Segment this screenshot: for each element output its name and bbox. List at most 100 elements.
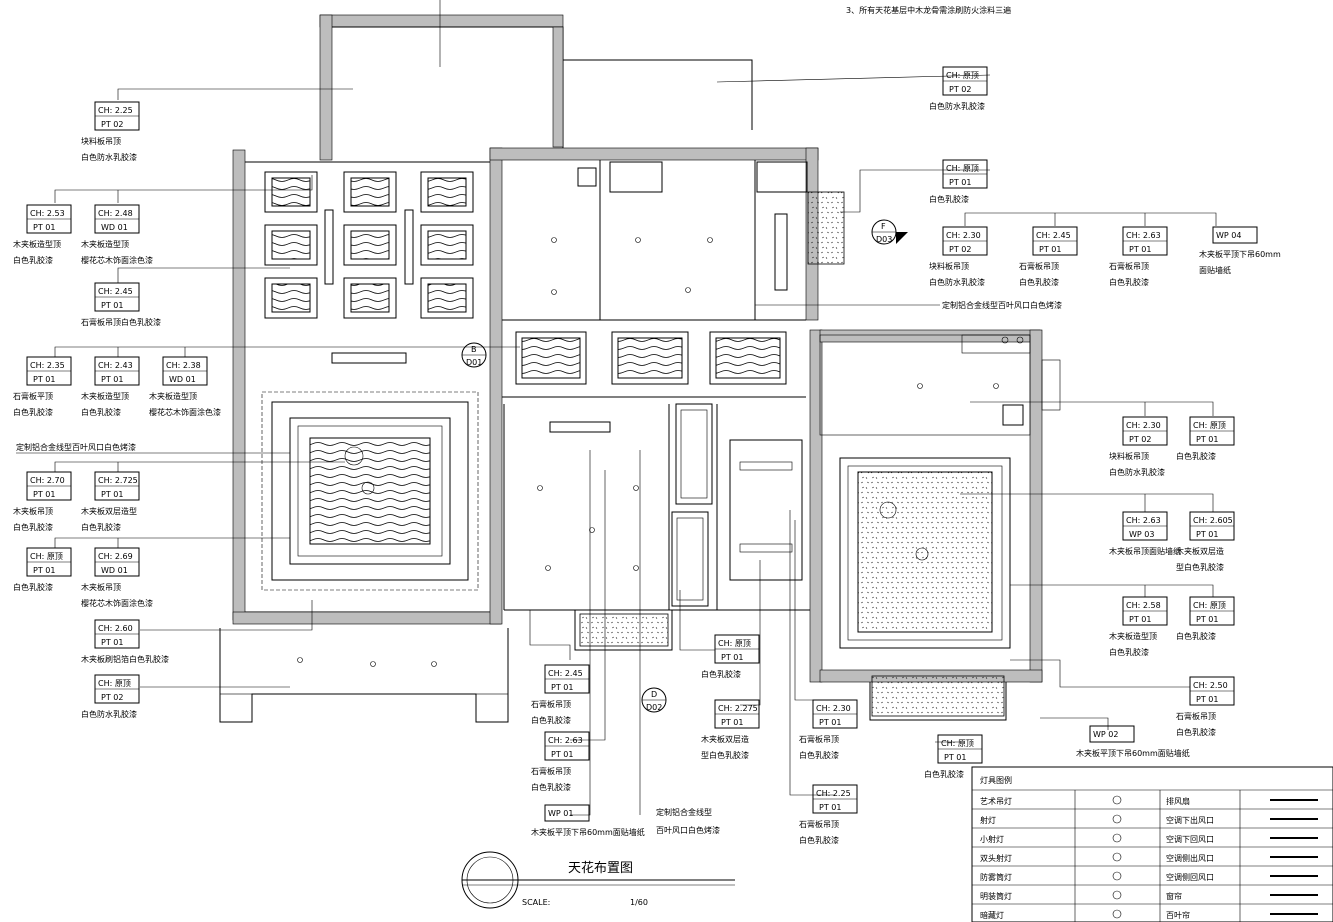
tag-desc: 白色防水乳胶漆 [929,101,985,111]
downlight-symbols [297,237,1024,667]
tag-desc: 白色乳胶漆 [1109,647,1149,657]
walls [219,14,1061,723]
tag-height: CH: 2.30 [816,704,851,713]
hatched-ceiling-zone [871,675,1005,717]
ceiling-tag: WP 02 木夹板平顶下吊60mm面贴墙纸 [1076,725,1190,758]
legend-fixture-name: 艺术吊灯 [980,796,1012,806]
tag-desc: 白色乳胶漆 [1176,727,1216,737]
tag-desc: 石膏板吊顶 [531,699,571,709]
tag-desc: 木夹板双层造 [1176,546,1224,556]
tag-desc: 白色乳胶漆 [799,835,839,845]
tag-desc: 白色乳胶漆 [531,715,571,725]
tag-material: PT 01 [1196,435,1218,444]
tag-desc: 块料板吊顶 [929,261,969,271]
tag-desc: 石膏板吊顶 [799,734,839,744]
ceiling-tag: WP 04 木夹板平顶下吊60mm 面贴墙纸 [1199,226,1281,275]
tag-desc: 石膏板吊顶 [1109,261,1149,271]
tag-desc: 白色乳胶漆 [13,522,53,532]
tag-desc: 木夹板刷铝箔白色乳胶漆 [81,654,169,664]
legend-fixture-name: 暗藏灯 [980,910,1004,920]
legend-symbol-icon [1112,795,1122,805]
legend-symbol-icon [1112,890,1122,900]
tag-desc: 木夹板平顶下吊60mm面贴墙纸 [1076,748,1190,758]
legend-symbol-icon [1112,909,1122,919]
vent-callout-1: 定制铝合金线型百叶风口白色烤漆 [942,300,1062,310]
tag-material: PT 02 [1129,435,1151,444]
tag-desc: 白色防水乳胶漆 [81,709,137,719]
tag-desc: 白色乳胶漆 [929,194,969,204]
tag-desc: 型白色乳胶漆 [701,750,749,760]
tag-height: CH: 2.69 [98,552,133,561]
tag-desc: 石膏板吊顶白色乳胶漆 [81,317,161,327]
tag-material: PT 01 [101,375,123,384]
tag-desc: 木夹板造型顶 [149,391,197,401]
tag-desc: 木夹板双层造型 [81,506,137,516]
tag-desc: 白色乳胶漆 [1109,277,1149,287]
tag-material: PT 01 [721,653,743,662]
tag-desc: 白色乳胶漆 [13,255,53,265]
tag-material: PT 01 [101,490,123,499]
tag-desc: 型白色乳胶漆 [1176,562,1224,572]
tag-material: PT 01 [551,750,573,759]
section-mark-D: D D02 [641,687,667,713]
legend-fixture-name: 防雾筒灯 [980,872,1012,882]
tag-height: WP 02 [1093,730,1118,739]
tag-desc: 块料板吊顶 [1109,451,1149,461]
svg-text:D: D [651,690,657,699]
tag-desc: 木夹板造型顶 [81,239,129,249]
svg-text:F: F [881,222,886,231]
drawing-title: 天花布置图 [568,860,633,876]
scale-label: SCALE: [522,898,550,907]
tag-material: PT 01 [819,803,841,812]
svg-text:D03: D03 [876,235,892,244]
tag-desc: 樱花芯木饰面涂色漆 [81,598,153,608]
tag-desc: 石膏板吊顶 [799,819,839,829]
tag-desc: 块料板吊顶 [81,136,121,146]
tag-height: WP 01 [548,809,573,818]
tag-material: PT 01 [33,223,55,232]
tag-desc: 木夹板平顶下吊60mm [1199,249,1281,259]
legend-fixture-name: 空调侧出风口 [1166,853,1214,863]
tag-material: WP 03 [1129,530,1154,539]
tag-desc: 木夹板吊顶面贴墙纸 [1109,546,1181,556]
tag-material: PT 01 [551,683,573,692]
svg-text:B: B [471,345,477,354]
legend-fixture-name: 射灯 [980,815,996,825]
hatched-ceiling-zone [579,613,669,647]
tag-height: CH: 2.30 [946,231,981,240]
legend-title: 灯具图例 [980,775,1012,785]
tag-material: PT 02 [949,245,971,254]
tag-height: CH: 2.70 [30,476,65,485]
tag-height: CH: 2.48 [98,209,133,218]
tag-desc: 石膏板吊顶 [1019,261,1059,271]
tag-height: CH: 2.58 [1126,601,1161,610]
tag-height: WP 04 [1216,231,1241,240]
tag-desc: 白色乳胶漆 [799,750,839,760]
tag-material: PT 01 [33,375,55,384]
drawing-title-block: 天花布置图 SCALE: 1/60 [461,851,735,909]
hatched-ceiling-zone [807,191,845,265]
tag-height: CH: 原顶 [98,679,131,688]
vent-callout-2: 定制铝合金线型百叶风口白色烤漆 [16,442,136,452]
tag-material: WD 01 [101,566,128,575]
tag-desc: 白色防水乳胶漆 [81,152,137,162]
tag-desc: 面贴墙纸 [1199,265,1231,275]
